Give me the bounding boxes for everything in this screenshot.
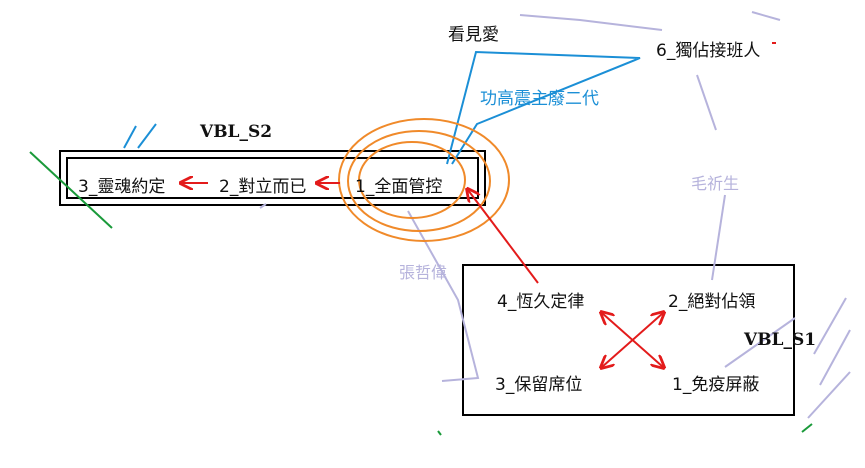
s2-node-2: 2_對立而已 xyxy=(219,177,307,197)
label-kanjian-ai: 看見愛 xyxy=(448,25,499,45)
red-dash xyxy=(772,42,776,44)
blue-lines xyxy=(123,50,641,165)
s1-node-1: 1_免疫屏蔽 xyxy=(672,375,760,395)
green-lines xyxy=(29,151,813,436)
s2-node-1: 1_全面管控 xyxy=(355,177,443,197)
s1-title: VBL_S1 xyxy=(744,330,817,350)
label-node-6: 6_獨佔接班人 xyxy=(656,41,761,61)
s2-outer-box xyxy=(59,150,486,206)
lavender-lines xyxy=(259,11,851,419)
label-mao: 毛祈生 xyxy=(691,174,740,193)
label-blue: 功高震主廢二代 xyxy=(480,89,599,109)
s1-box xyxy=(462,264,795,416)
s2-node-3: 3_靈魂約定 xyxy=(78,177,166,197)
s1-node-2: 2_絕對佔領 xyxy=(668,292,756,312)
red-arrows xyxy=(182,183,663,367)
s2-inner-box xyxy=(66,157,479,199)
orange-rings xyxy=(338,118,510,242)
s1-node-3: 3_保留席位 xyxy=(495,375,583,395)
s2-title: VBL_S2 xyxy=(200,122,273,142)
label-zhang: 張哲偉 xyxy=(399,263,448,282)
s1-node-4: 4_恆久定律 xyxy=(497,292,585,312)
